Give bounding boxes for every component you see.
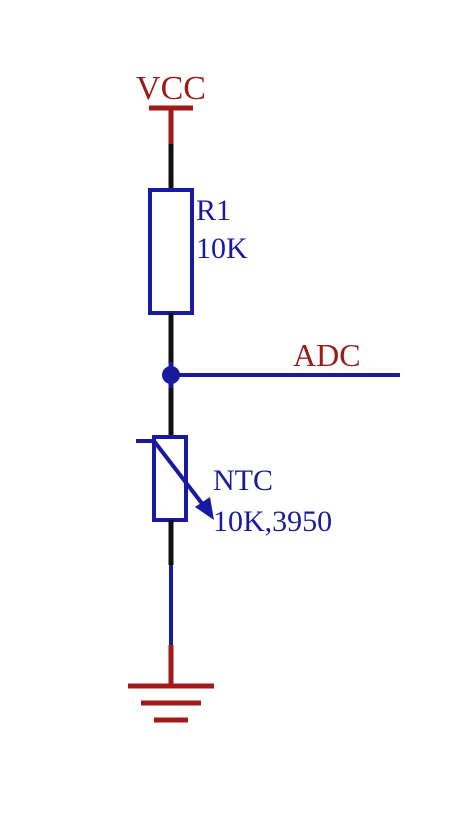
ground-symbol [128,645,214,723]
adc-net: ADC [171,337,400,377]
vcc-power-symbol: VCC [136,70,206,144]
resistor-r1-designator: R1 [196,194,231,227]
resistor-r1: R1 10K [148,188,248,315]
resistor-r1-body [148,188,194,315]
thermistor-diagonal [136,439,209,512]
thermistor-designator: NTC [213,464,273,497]
vcc-label: VCC [136,70,206,107]
thermistor-arrowhead [195,497,214,520]
resistor-r1-value: 10K [196,232,248,265]
thermistor-ntc: NTC 10K,3950 [136,435,332,538]
adc-label: ADC [293,337,361,373]
thermistor-value: 10K,3950 [213,505,332,538]
